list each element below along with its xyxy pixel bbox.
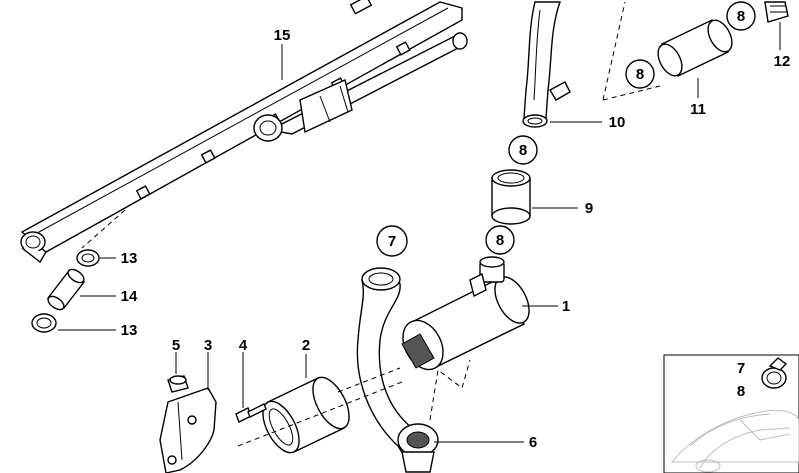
o-ring-lower[interactable]	[31, 313, 57, 333]
callout-4: 4	[239, 337, 248, 354]
callout-9: 9	[585, 200, 593, 217]
callout-8a: 8	[519, 142, 527, 159]
pressure-regulator[interactable]	[397, 423, 439, 473]
hidden-line-mount	[337, 367, 401, 393]
fuel-hose-upper[interactable]	[522, 1, 571, 128]
hose-clamp-icon	[761, 357, 788, 389]
fuel-pump[interactable]	[395, 256, 536, 376]
callout-8d: 8	[636, 66, 644, 83]
callout-6: 6	[529, 434, 537, 451]
callout-8b-circle: 8	[485, 225, 515, 255]
hose-clamp-sleeve[interactable]	[491, 169, 531, 225]
callout-5: 5	[172, 337, 180, 354]
pump-bracket[interactable]	[159, 387, 217, 473]
callout-3: 3	[204, 337, 212, 354]
callout-7: 7	[388, 233, 396, 250]
fuel-rail[interactable]	[20, 0, 468, 264]
callout-8d-circle: 8	[625, 59, 655, 89]
callout-12: 12	[774, 53, 791, 70]
callout-8c-circle: 8	[726, 1, 756, 31]
callout-8c: 8	[737, 8, 745, 25]
leader-lines	[58, 22, 781, 443]
callout-8a-circle: 8	[508, 135, 538, 165]
o-ring-upper[interactable]	[76, 249, 100, 267]
hose-sleeve[interactable]	[653, 16, 737, 79]
hidden-line-rail	[81, 209, 126, 249]
inset-label-7: 7	[737, 360, 745, 377]
hidden-line-top-2	[602, 85, 661, 101]
callout-2: 2	[302, 337, 310, 354]
injector-seal[interactable]	[46, 267, 86, 313]
callout-14: 14	[121, 288, 138, 305]
callout-11: 11	[690, 101, 706, 118]
callout-8b: 8	[496, 232, 504, 249]
callout-13-upper: 13	[121, 250, 138, 267]
hidden-line-regulator	[429, 359, 471, 421]
hidden-line-top	[602, 1, 626, 101]
hex-nut[interactable]	[167, 375, 189, 393]
car-silhouette-icon	[670, 409, 799, 473]
screw-bolt[interactable]	[235, 403, 267, 423]
callout-10: 10	[609, 114, 626, 131]
callout-1: 1	[562, 298, 570, 315]
callout-7-circle: 7	[376, 225, 408, 257]
rubber-mount[interactable]	[255, 372, 356, 459]
vehicle-inset: 7 8	[663, 354, 799, 473]
inset-label-8: 8	[737, 383, 745, 400]
callout-13-lower: 13	[121, 322, 138, 339]
connector-piece[interactable]	[764, 1, 789, 23]
callout-15: 15	[274, 27, 291, 44]
hidden-line-pump	[237, 381, 403, 447]
